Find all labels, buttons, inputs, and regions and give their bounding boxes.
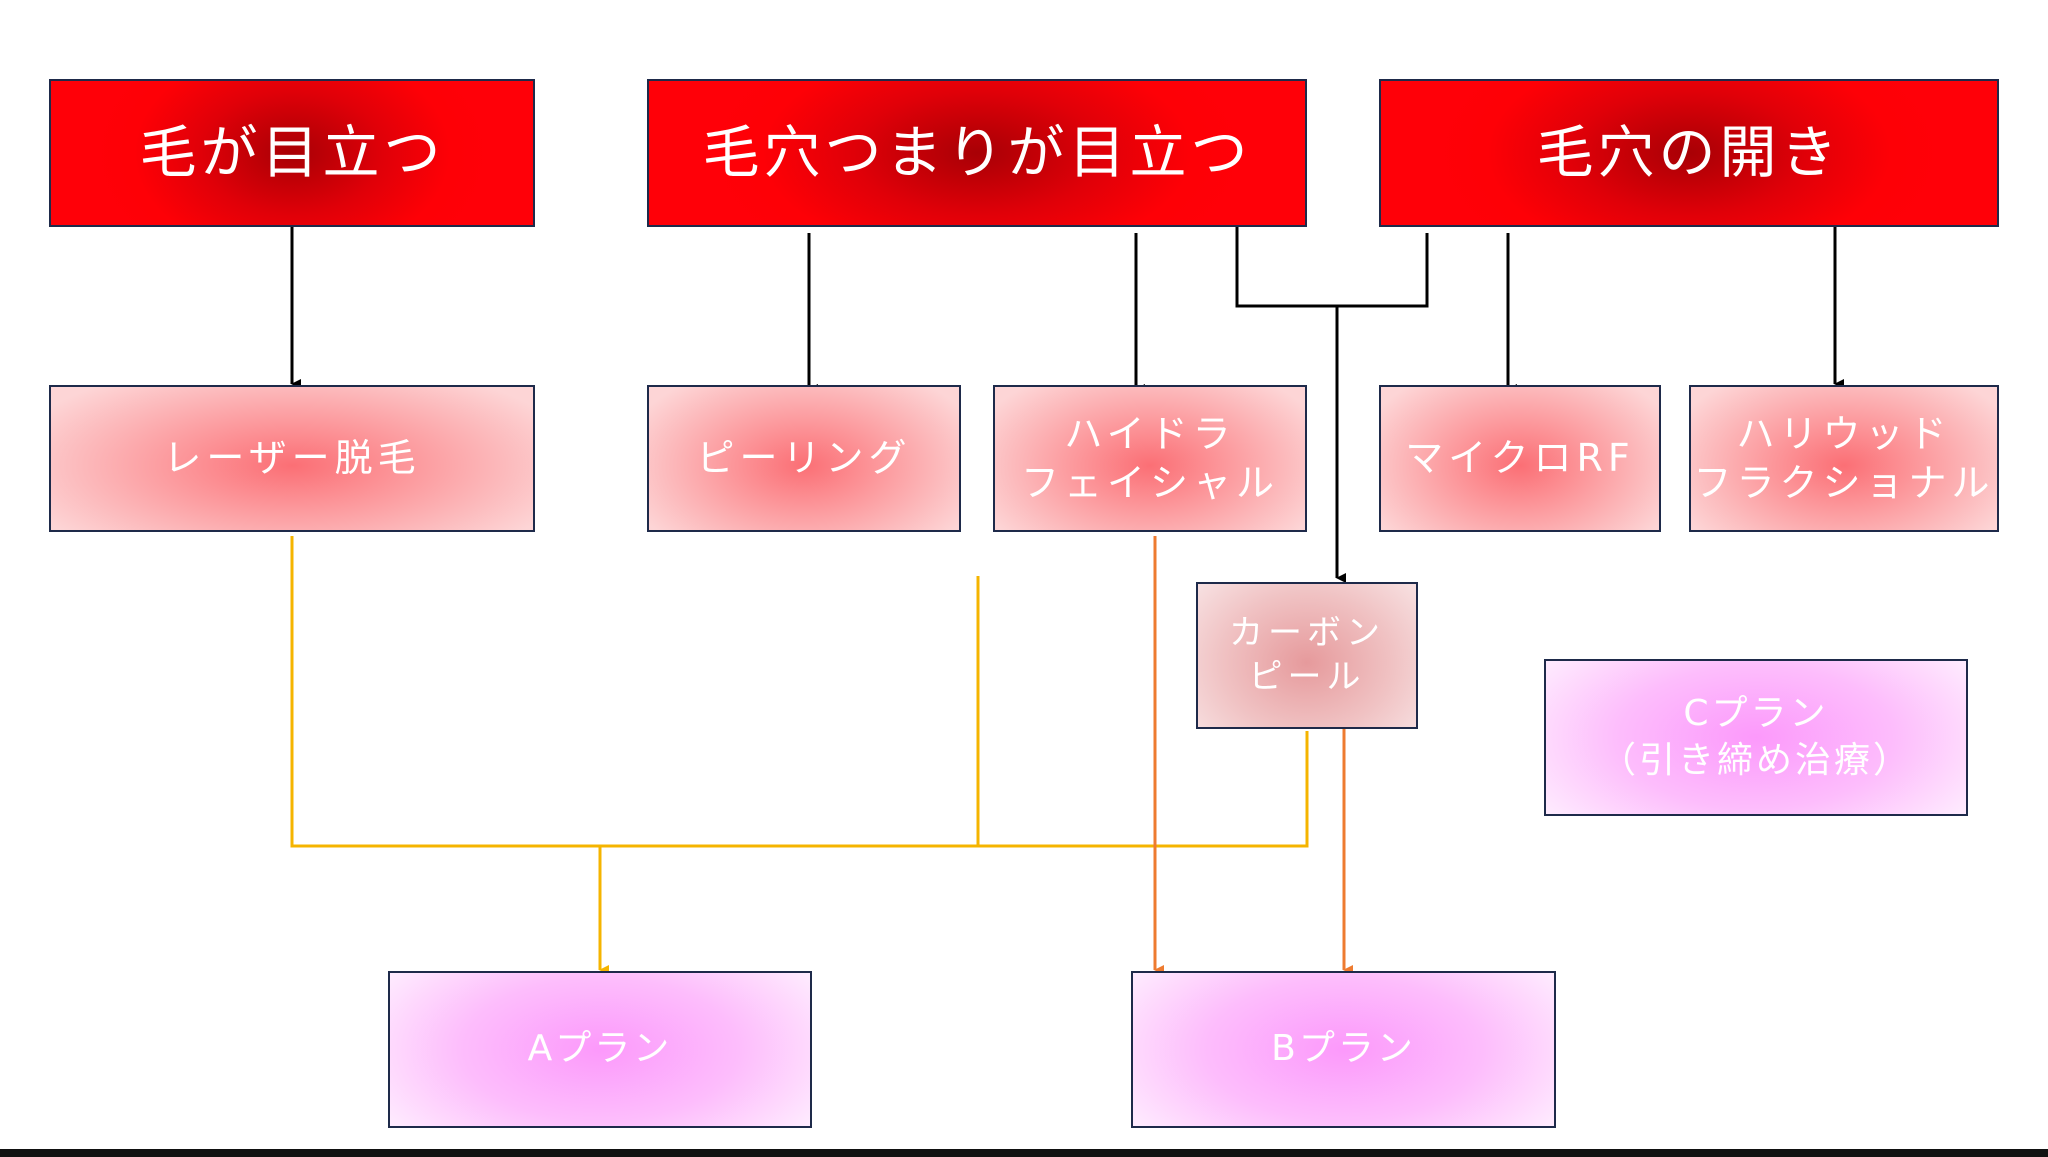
treatment-hollywood-label: ハリウッド フラクショナル: [1693, 411, 1995, 505]
treatment-hollywood-box: ハリウッド フラクショナル: [1689, 385, 1999, 532]
treatment-laser-box: レーザー脱毛: [49, 385, 535, 532]
plan-c-label: Cプラン （引き締め治療）: [1599, 692, 1912, 781]
treatment-hydra-box: ハイドラ フェイシャル: [993, 385, 1307, 532]
plan-a-label: Aプラン: [527, 1028, 673, 1070]
treatment-micro-rf-label: マイクロRF: [1405, 436, 1635, 481]
concern-open-label: 毛穴の開き: [1536, 119, 1842, 186]
concern-hair-label: 毛が目立つ: [139, 119, 445, 186]
plan-a-box: Aプラン: [388, 971, 812, 1128]
bracket-to-carbon: [1235, 227, 1429, 308]
treatment-laser-label: レーザー脱毛: [163, 436, 421, 481]
treatment-carbon-box: カーボン ピール: [1196, 582, 1418, 729]
concern-clogged-box: 毛穴つまりが目立つ: [647, 79, 1307, 227]
concern-open-box: 毛穴の開き: [1379, 79, 1999, 227]
treatment-hydra-label: ハイドラ フェイシャル: [1020, 411, 1279, 505]
plan-b-box: Bプラン: [1131, 971, 1556, 1128]
yellow-connector-bus: [290, 536, 1309, 848]
treatment-peeling-label: ピーリング: [696, 436, 912, 481]
concern-clogged-label: 毛穴つまりが目立つ: [702, 119, 1252, 186]
treatment-carbon-label: カーボン ピール: [1229, 612, 1385, 697]
concern-hair-box: 毛が目立つ: [49, 79, 535, 227]
plan-c-box: Cプラン （引き締め治療）: [1544, 659, 1968, 816]
treatment-micro-rf-box: マイクロRF: [1379, 385, 1661, 532]
plan-b-label: Bプラン: [1271, 1028, 1416, 1070]
bottom-bar: [0, 1149, 2048, 1157]
treatment-peeling-box: ピーリング: [647, 385, 961, 532]
